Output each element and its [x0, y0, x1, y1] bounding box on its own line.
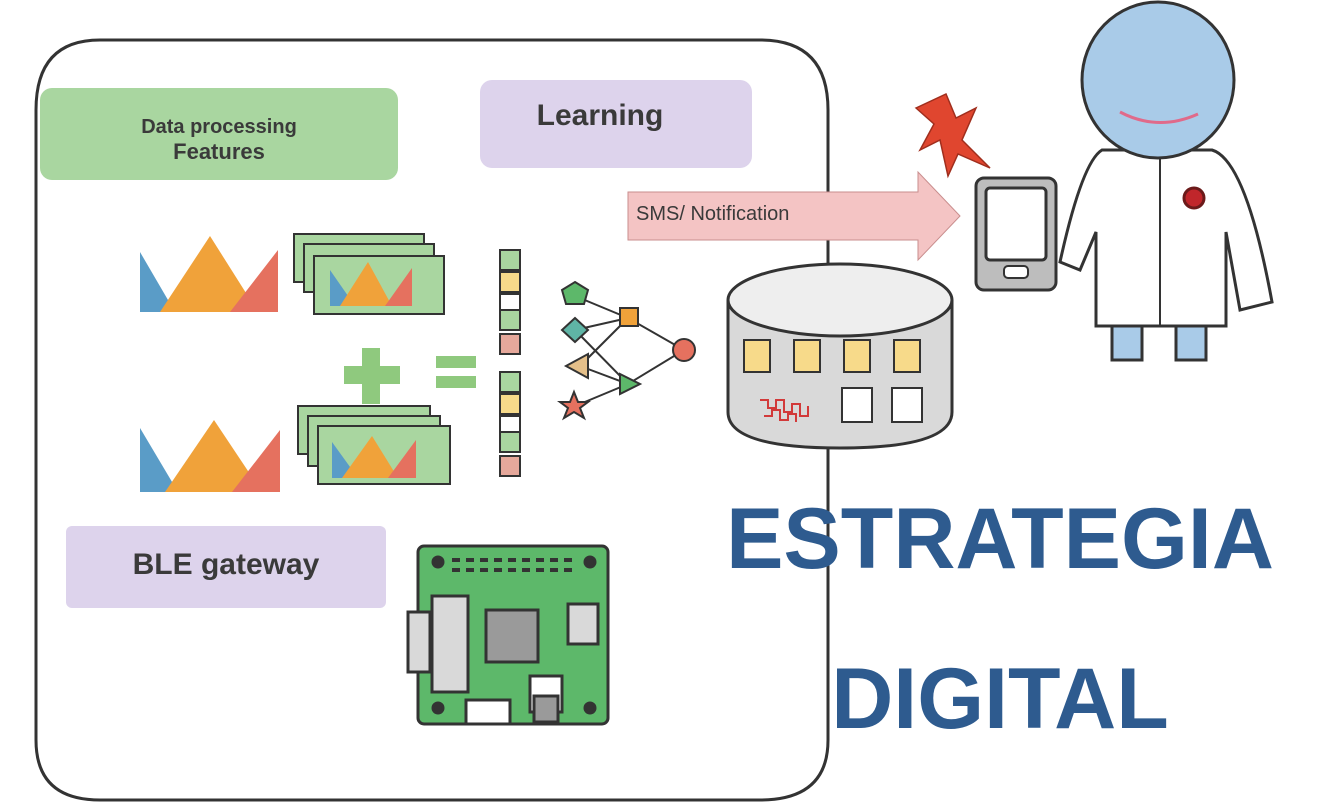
data-processing-label: Data processing Features [40, 116, 398, 164]
notification-arrow-label: SMS/ Notification [636, 203, 790, 225]
data-processing-label-line1: Data processing [141, 116, 297, 138]
learning-network-icon [557, 280, 696, 421]
sensor-signal-icon-top [140, 236, 278, 312]
title-line1: ESTRATEGIA [726, 491, 1274, 587]
equals-icon [436, 356, 476, 388]
lightning-bolt-icon [914, 92, 991, 179]
plus-icon [344, 348, 400, 404]
data-processing-label-line2: Features [173, 139, 265, 164]
feature-cards-bottom [297, 405, 451, 485]
smartphone-icon [974, 176, 1058, 292]
feature-cards-top [293, 233, 445, 315]
system-boundary-frame [34, 38, 830, 802]
circuit-board-icon [406, 544, 610, 726]
learning-box [480, 80, 752, 168]
title-line2: DIGITAL [831, 651, 1169, 747]
doctor-figure [1058, 0, 1274, 362]
ble-gateway-label: BLE gateway [132, 548, 320, 581]
notification-arrow [627, 170, 961, 262]
sensor-signal-icon-bottom [140, 420, 280, 492]
learning-label: Learning [536, 99, 664, 132]
data-processing-box [40, 88, 398, 180]
ble-gateway-box [66, 526, 386, 608]
feature-vector-cubes [499, 249, 521, 477]
database-icon [726, 262, 954, 450]
